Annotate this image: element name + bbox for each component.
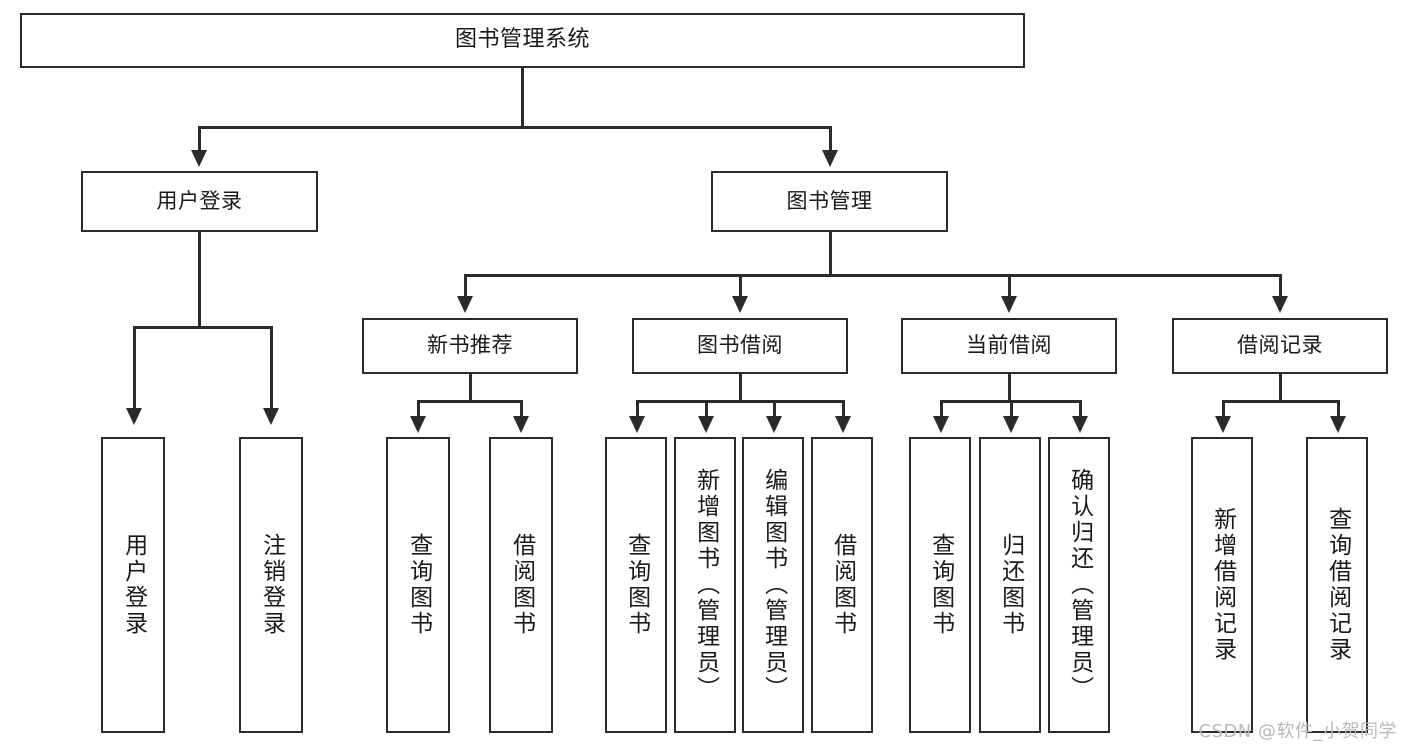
connector-cb-to-leaf1 [940, 400, 943, 420]
connector-bb-to-leaf2 [705, 400, 708, 420]
leaf-user-login[interactable]: 用户登录 [101, 437, 165, 733]
connector-book-manage-stem [829, 232, 832, 276]
connector-bm-to-book-borrow [739, 274, 742, 300]
arrow-cb-to-leaf3 [1072, 416, 1088, 433]
arrow-bm-to-borrow-record [1272, 296, 1288, 313]
connector-root-to-book-manage [829, 126, 832, 154]
node-book-manage-label: 图书管理 [786, 188, 873, 213]
leaf-edit-book[interactable]: 编辑图书（管理员） [742, 437, 804, 733]
connector-user-login-to-leaf2 [270, 326, 273, 412]
node-root-label: 图书管理系统 [454, 27, 590, 53]
leaf-query-book-1-label: 查询图书 [405, 533, 432, 637]
connector-nbr-bus [417, 400, 522, 403]
arrow-bb-to-leaf3 [766, 416, 782, 433]
leaf-edit-book-label: 编辑图书（管理员） [760, 468, 787, 702]
node-book-borrow[interactable]: 图书借阅 [632, 318, 848, 374]
leaf-query-book-2-label: 查询图书 [623, 533, 650, 637]
arrow-root-to-user-login [191, 150, 207, 167]
leaf-query-record-label: 查询借阅记录 [1324, 507, 1351, 663]
node-current-borrow[interactable]: 当前借阅 [901, 318, 1117, 374]
connector-bm-to-new-book-rec [464, 274, 467, 300]
arrow-cb-to-leaf2 [1003, 416, 1019, 433]
node-new-book-rec-label: 新书推荐 [427, 333, 513, 358]
node-borrow-record[interactable]: 借阅记录 [1172, 318, 1388, 374]
connector-bm-to-current-borrow [1008, 274, 1011, 300]
connector-bb-bus [636, 400, 844, 403]
node-current-borrow-label: 当前借阅 [966, 333, 1052, 358]
connector-root-bus [198, 126, 831, 129]
arrow-root-to-book-manage [822, 150, 838, 167]
connector-user-login-to-leaf1 [133, 326, 136, 412]
arrow-bm-to-new-book-rec [457, 296, 473, 313]
connector-br-to-leaf2 [1337, 400, 1340, 420]
arrow-bb-to-leaf2 [698, 416, 714, 433]
leaf-query-book-2[interactable]: 查询图书 [605, 437, 667, 733]
connector-br-to-leaf1 [1222, 400, 1225, 420]
connector-user-login-bus [133, 326, 270, 329]
node-book-borrow-label: 图书借阅 [697, 333, 783, 358]
connector-cb-stem [1008, 374, 1011, 402]
connector-nbr-stem [469, 374, 472, 402]
connector-bb-stem [739, 374, 742, 402]
node-new-book-rec[interactable]: 新书推荐 [362, 318, 578, 374]
arrow-user-login-to-leaf2 [263, 408, 279, 425]
connector-nbr-to-leaf1 [417, 400, 420, 420]
arrow-nbr-to-leaf1 [410, 416, 426, 433]
leaf-add-record-label: 新增借阅记录 [1209, 507, 1236, 663]
arrow-br-to-leaf2 [1330, 416, 1346, 433]
connector-root-stem [521, 68, 524, 128]
node-user-login-label: 用户登录 [156, 188, 243, 213]
leaf-borrow-book-2[interactable]: 借阅图书 [811, 437, 873, 733]
connector-br-bus [1222, 400, 1339, 403]
leaf-add-book[interactable]: 新增图书（管理员） [674, 437, 736, 733]
arrow-user-login-to-leaf1 [126, 408, 142, 425]
arrow-bb-to-leaf1 [629, 416, 645, 433]
connector-book-manage-bus [464, 274, 1281, 277]
connector-bb-to-leaf1 [636, 400, 639, 420]
connector-nbr-to-leaf2 [520, 400, 523, 420]
node-book-manage[interactable]: 图书管理 [711, 171, 948, 232]
leaf-borrow-book-2-label: 借阅图书 [829, 533, 856, 637]
node-borrow-record-label: 借阅记录 [1237, 333, 1323, 358]
leaf-borrow-book-1[interactable]: 借阅图书 [489, 437, 553, 733]
leaf-return-book-label: 归还图书 [997, 533, 1024, 637]
arrow-bm-to-current-borrow [1001, 296, 1017, 313]
leaf-user-login-label: 用户登录 [120, 533, 147, 637]
arrow-br-to-leaf1 [1215, 416, 1231, 433]
connector-br-stem [1279, 374, 1282, 402]
connector-cb-to-leaf3 [1079, 400, 1082, 420]
leaf-confirm-return-label: 确认归还（管理员） [1066, 468, 1093, 702]
connector-bb-to-leaf3 [773, 400, 776, 420]
node-root[interactable]: 图书管理系统 [20, 13, 1025, 68]
leaf-confirm-return[interactable]: 确认归还（管理员） [1048, 437, 1110, 733]
leaf-query-book-3[interactable]: 查询图书 [909, 437, 971, 733]
leaf-logout[interactable]: 注销登录 [239, 437, 303, 733]
connector-root-to-user-login [198, 126, 201, 154]
arrow-nbr-to-leaf2 [513, 416, 529, 433]
watermark: CSDN @软件_小贺同学 [1198, 721, 1397, 742]
connector-user-login-stem [198, 232, 201, 328]
leaf-query-book-3-label: 查询图书 [927, 533, 954, 637]
leaf-return-book[interactable]: 归还图书 [979, 437, 1041, 733]
leaf-query-book-1[interactable]: 查询图书 [386, 437, 450, 733]
leaf-add-book-label: 新增图书（管理员） [692, 468, 719, 702]
connector-cb-to-leaf2 [1010, 400, 1013, 420]
node-user-login[interactable]: 用户登录 [81, 171, 318, 232]
leaf-logout-label: 注销登录 [258, 533, 285, 637]
connector-bb-to-leaf4 [842, 400, 845, 420]
arrow-bb-to-leaf4 [835, 416, 851, 433]
arrow-cb-to-leaf1 [933, 416, 949, 433]
leaf-query-record[interactable]: 查询借阅记录 [1306, 437, 1368, 733]
leaf-borrow-book-1-label: 借阅图书 [508, 533, 535, 637]
leaf-add-record[interactable]: 新增借阅记录 [1191, 437, 1253, 733]
connector-bm-to-borrow-record [1279, 274, 1282, 300]
arrow-bm-to-book-borrow [732, 296, 748, 313]
